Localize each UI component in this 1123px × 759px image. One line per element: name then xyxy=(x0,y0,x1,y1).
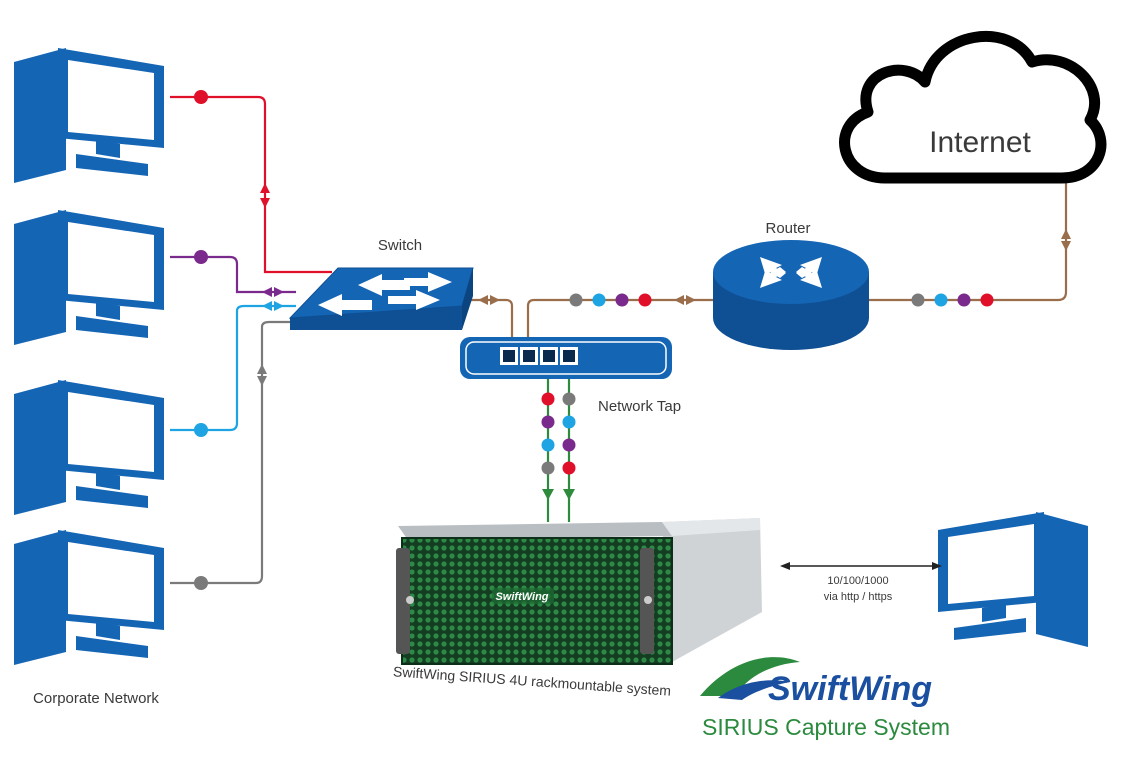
cyan-link xyxy=(170,304,296,432)
red-link xyxy=(170,95,332,274)
switch-to-tap-link xyxy=(470,298,514,352)
rack-server-icon: SwiftWing xyxy=(396,518,762,665)
protocol-label: via http / https xyxy=(824,591,893,603)
cloud-icon xyxy=(839,31,1107,184)
router-label: Router xyxy=(765,220,810,237)
server-badge-text: SwiftWing xyxy=(495,591,548,603)
gray-link xyxy=(170,320,296,585)
arrow-markers xyxy=(257,183,1071,570)
workstation-1 xyxy=(14,48,164,183)
corporate-network-label: Corporate Network xyxy=(33,690,159,707)
packet-dots xyxy=(194,90,994,590)
network-tap-label: Network Tap xyxy=(598,398,681,415)
management-workstation xyxy=(938,512,1088,647)
internet-label: Internet xyxy=(929,126,1031,159)
router-icon xyxy=(713,240,869,350)
appliance-label: SwiftWing SIRIUS 4U rackmountable system xyxy=(393,663,672,698)
speed-label: 10/100/1000 xyxy=(827,575,888,587)
network-switch-icon xyxy=(288,267,474,330)
brand-tagline: SIRIUS Capture System xyxy=(702,714,950,740)
workstation-4 xyxy=(14,530,164,665)
brand-name: SwiftWing xyxy=(768,670,932,708)
router-to-internet-link xyxy=(868,182,1068,302)
workstation-3 xyxy=(14,380,164,515)
workstation-2 xyxy=(14,210,164,345)
connection-lines xyxy=(170,95,1068,585)
network-tap-icon xyxy=(460,337,672,379)
tap-to-router-link xyxy=(526,298,715,352)
purple-link xyxy=(170,255,296,294)
swiftwing-logo-icon xyxy=(700,657,800,700)
switch-label: Switch xyxy=(378,237,422,254)
